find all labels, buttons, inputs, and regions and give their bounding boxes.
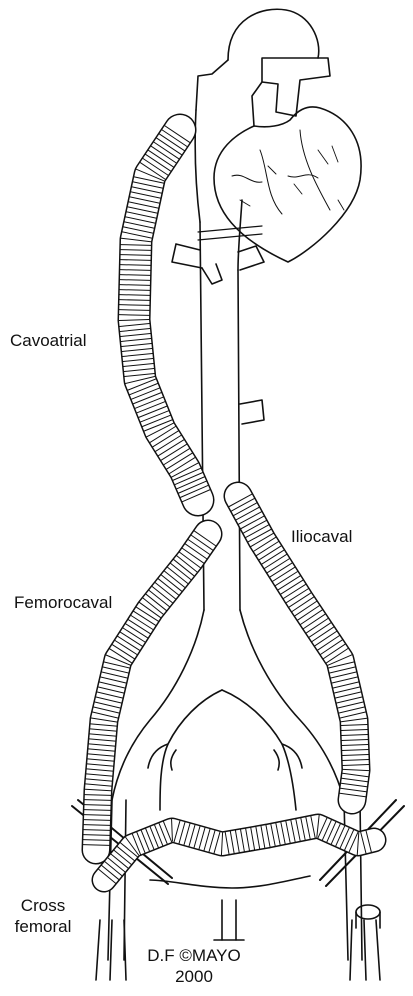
label-cross-femoral-line1: Cross [4,895,82,916]
label-cross-femoral: Cross femoral [4,895,82,937]
label-cavoatrial: Cavoatrial [10,330,87,351]
graft-femorocaval [83,531,216,850]
credit-line2: 2000 [133,966,255,987]
heart [196,9,361,262]
grafts [83,126,374,883]
label-cross-femoral-line2: femoral [4,916,82,937]
label-femorocaval: Femorocaval [14,592,112,613]
graft-cross-femoral [99,815,374,883]
label-iliocaval: Iliocaval [291,526,352,547]
copyright-credit: D.F ©MAYO 2000 [133,945,255,987]
credit-line1: D.F ©MAYO [133,945,255,966]
